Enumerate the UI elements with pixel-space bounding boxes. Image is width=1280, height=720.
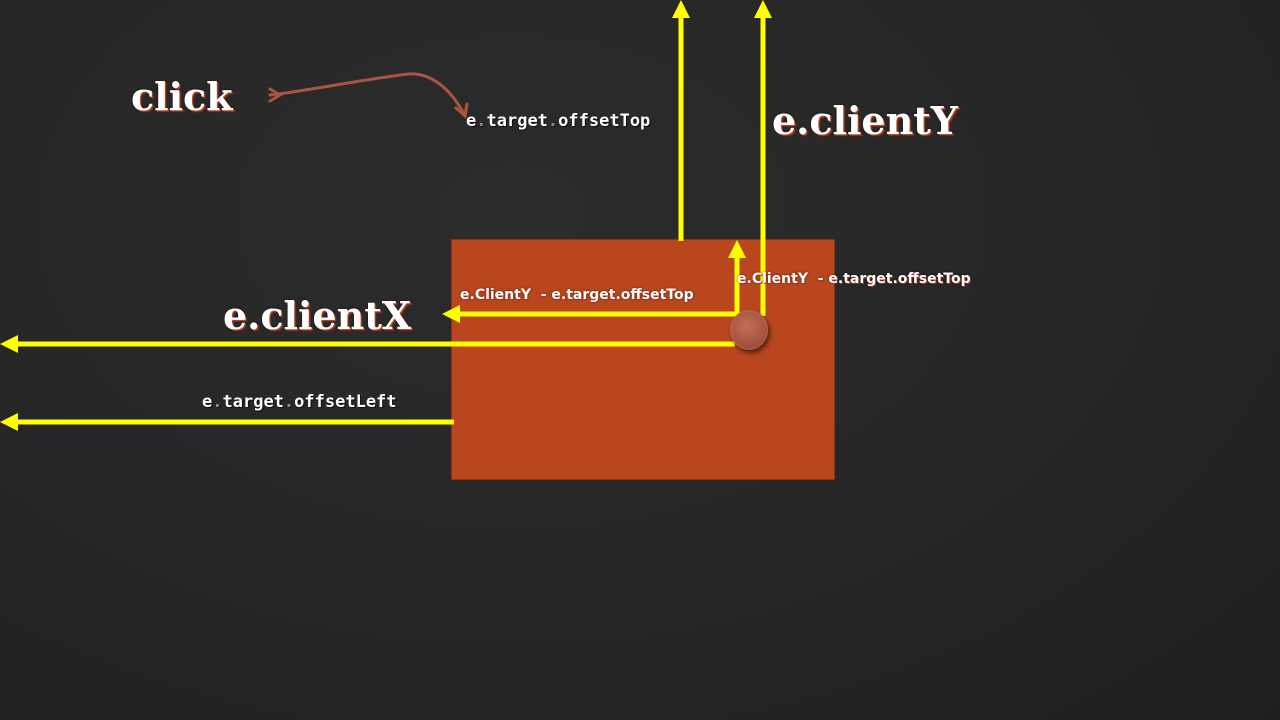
click-point-icon: [730, 310, 768, 350]
client-x-label: e.clientX: [223, 293, 412, 338]
inner-y-arrowhead: [728, 240, 746, 258]
offset-top-obj: e: [466, 111, 477, 131]
offset-left-arrowhead: [0, 413, 18, 431]
target-element-box: [451, 239, 835, 480]
offset-top-label: e.target.offsetTop: [466, 111, 651, 131]
client-x-arrowhead: [0, 335, 18, 353]
offset-left-member: offsetLeft: [294, 392, 397, 412]
client-y-arrowhead: [754, 0, 772, 18]
click-label: click: [131, 74, 233, 119]
client-y-label: e.clientY: [772, 98, 958, 143]
offset-left-obj: e: [202, 392, 213, 412]
click-arrow-icon: [268, 72, 469, 119]
inner-x-formula-label: e.ClientY - e.target.offsetTop: [460, 287, 694, 303]
offset-top-arrowhead: [672, 0, 690, 18]
offset-top-member: offsetTop: [558, 111, 651, 131]
offset-left-prop: target: [222, 392, 284, 412]
inner-y-formula-label: e.ClientY - e.target.offsetTop: [737, 271, 971, 287]
offset-top-prop: target: [486, 111, 548, 131]
offset-left-label: e.target.offsetLeft: [202, 392, 397, 412]
inner-x-arrowhead: [442, 305, 460, 323]
